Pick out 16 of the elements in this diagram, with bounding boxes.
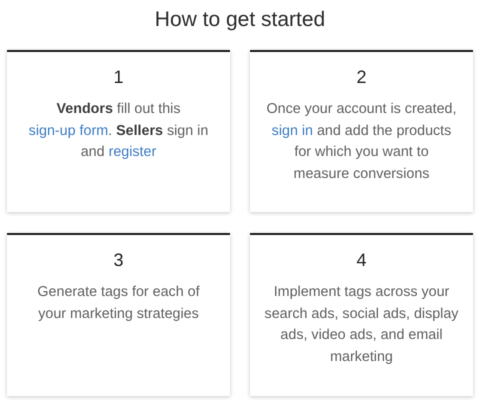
- step-description: Once your account is created, sign in and add the products for which you want to measure conversions: [266, 100, 458, 184]
- text-link: sign in: [272, 122, 313, 139]
- step-number: 3: [113, 249, 124, 272]
- step-card: [250, 233, 473, 396]
- step-number: 2: [356, 66, 366, 89]
- step-description: Generate tags for each of your marketing strategies: [36, 283, 201, 324]
- step-description: Implement tags across your search ads, social ads, display ads, video ads, and email marketing: [264, 283, 459, 367]
- step-description: Vendors fill out this sign-up form. Sellers sign in and register: [28, 100, 210, 162]
- page-title: How to get started: [154, 7, 326, 33]
- step-card: [250, 50, 473, 212]
- step-number: 4: [356, 249, 366, 272]
- text-link: sign-up form: [28, 122, 108, 139]
- step-card: [7, 50, 230, 212]
- step-number: 1: [113, 66, 124, 89]
- step-card: [7, 233, 230, 396]
- text-link: register: [108, 144, 156, 160]
